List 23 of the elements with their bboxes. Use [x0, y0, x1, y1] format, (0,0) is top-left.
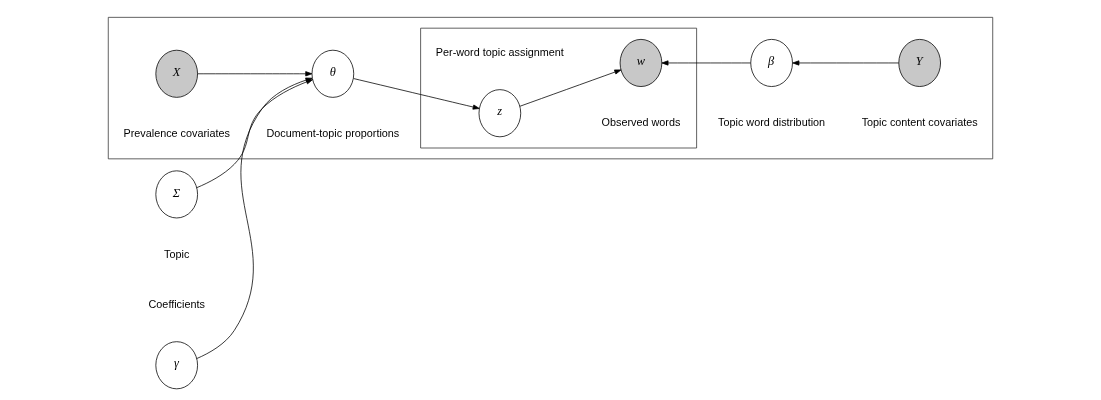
arrow: [353, 78, 480, 110]
node-label: Topic: [164, 247, 190, 260]
node-label: Per-word topic assignment: [435, 45, 564, 58]
arrow: [519, 69, 622, 107]
node-label: Topic word distribution: [718, 116, 826, 129]
node-label: Document-topic proportions: [266, 126, 400, 139]
arrow: [792, 60, 900, 66]
arrow: [197, 71, 313, 77]
node-label: Topic content covariates: [861, 116, 978, 129]
cluster: [107, 16, 994, 160]
node-ellipse: γ: [155, 341, 198, 390]
node-label: Coefficients: [148, 297, 205, 310]
arrow: [661, 60, 751, 66]
node-ellipse: β: [750, 39, 793, 87]
node-label: Observed words: [601, 116, 681, 129]
node-label: Prevalence covariates: [123, 126, 230, 139]
node-ellipse: θ: [311, 49, 355, 98]
cluster: [420, 27, 697, 149]
node-ellipse: w: [619, 39, 663, 87]
node-ellipse: z: [478, 89, 522, 138]
node-ellipse: X: [155, 49, 198, 98]
node-ellipse: Y: [898, 39, 941, 87]
node-ellipse: Σ: [155, 170, 198, 219]
